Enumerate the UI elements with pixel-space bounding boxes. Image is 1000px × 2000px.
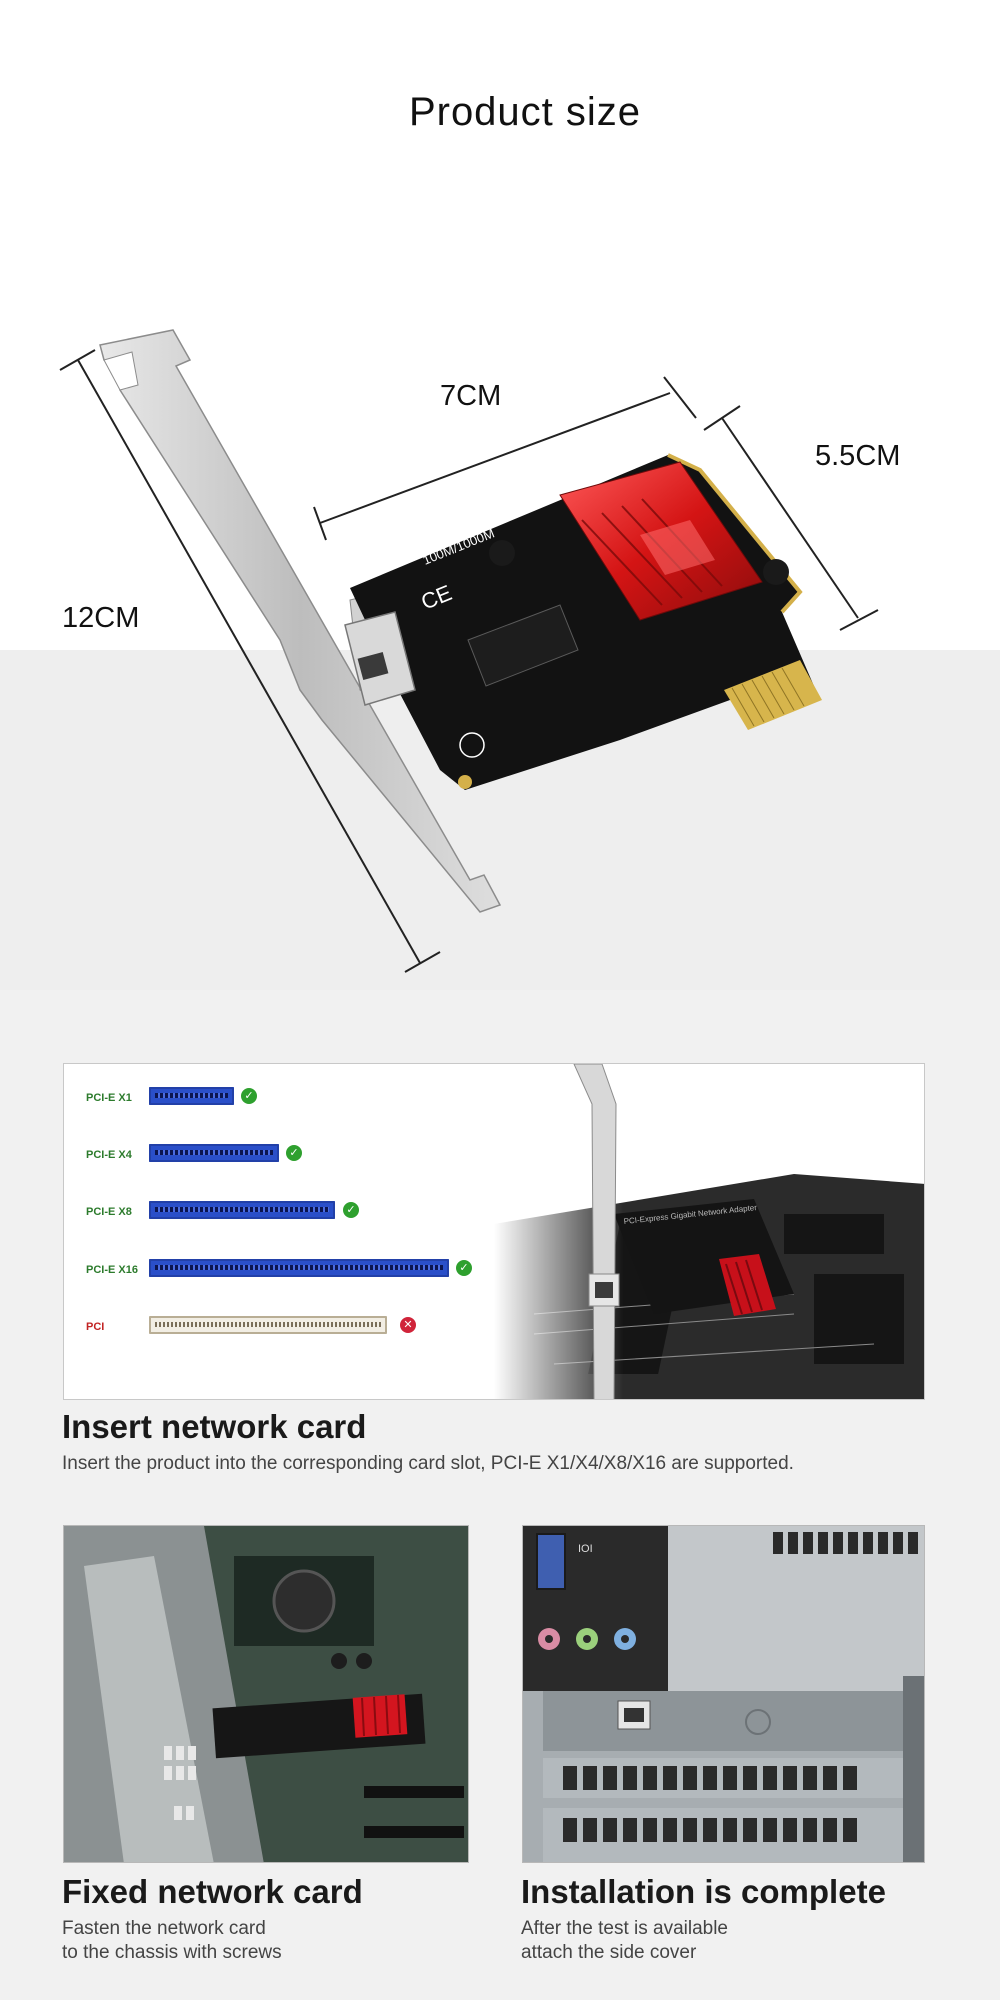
- slot-pci: [149, 1316, 387, 1334]
- push-pin: [489, 540, 515, 566]
- length-dimension-label: 12CM: [62, 602, 140, 634]
- slot-label-pcie-x4: PCI-E X4: [86, 1149, 132, 1161]
- fixed-network-card-heading: Fixed network card: [62, 1873, 363, 1910]
- width-dimension-label: 7CM: [440, 380, 502, 412]
- slot-label-pcie-x1: PCI-E X1: [86, 1092, 132, 1104]
- insert-network-card-heading: Insert network card: [62, 1408, 367, 1445]
- slot-pcie-x16: [149, 1259, 449, 1277]
- insert-network-card-description: Insert the product into the correspondin…: [62, 1453, 794, 1474]
- fixed-network-card-description: Fasten the network card to the chassis w…: [62, 1917, 282, 1965]
- slot-compatibility-panel: PCI-E X1 ✓ PCI-E X4 ✓ PCI-E X8 ✓ PCI-E X…: [63, 1063, 925, 1400]
- description-line: After the test is available: [521, 1918, 728, 1939]
- description-line: to the chassis with screws: [62, 1942, 282, 1963]
- check-circle-icon: ✓: [241, 1088, 257, 1104]
- network-card-illustration: 100M/1000M CE: [59, 329, 879, 973]
- push-pin: [763, 559, 789, 585]
- slot-pcie-x8: [149, 1201, 335, 1219]
- installation-complete-photo: IOI: [522, 1525, 925, 1863]
- x-circle-icon: ✕: [400, 1317, 416, 1333]
- check-circle-icon: ✓: [286, 1145, 302, 1161]
- installation-complete-heading: Installation is complete: [521, 1873, 886, 1910]
- page-title: Product size: [408, 90, 642, 134]
- fixed-network-card-photo: [63, 1525, 469, 1863]
- installation-complete-description: After the test is available attach the s…: [521, 1917, 728, 1965]
- slot-pcie-x1: [149, 1087, 234, 1105]
- slot-pcie-x4: [149, 1144, 279, 1162]
- description-line: attach the side cover: [521, 1942, 697, 1963]
- height-dimension-label: 5.5CM: [815, 440, 901, 472]
- motherboard-installed-card-photo: PCI-Express Gigabit Network Adapter: [494, 1064, 924, 1399]
- slot-label-pci: PCI: [86, 1321, 105, 1333]
- io-label: IOI: [578, 1543, 593, 1555]
- check-circle-icon: ✓: [343, 1202, 359, 1218]
- pcb-board: 100M/1000M CE: [344, 453, 822, 790]
- slot-label-pcie-x8: PCI-E X8: [86, 1206, 132, 1218]
- product-size-section: [0, 0, 1000, 990]
- description-line: Fasten the network card: [62, 1918, 266, 1939]
- dimension-line-length: [59, 349, 441, 973]
- check-circle-icon: ✓: [456, 1260, 472, 1276]
- dimension-line-width: [313, 376, 697, 541]
- pb-free-mark: [459, 732, 485, 758]
- dimension-line-height: [703, 405, 879, 631]
- slot-label-pcie-x16: PCI-E X16: [86, 1264, 138, 1276]
